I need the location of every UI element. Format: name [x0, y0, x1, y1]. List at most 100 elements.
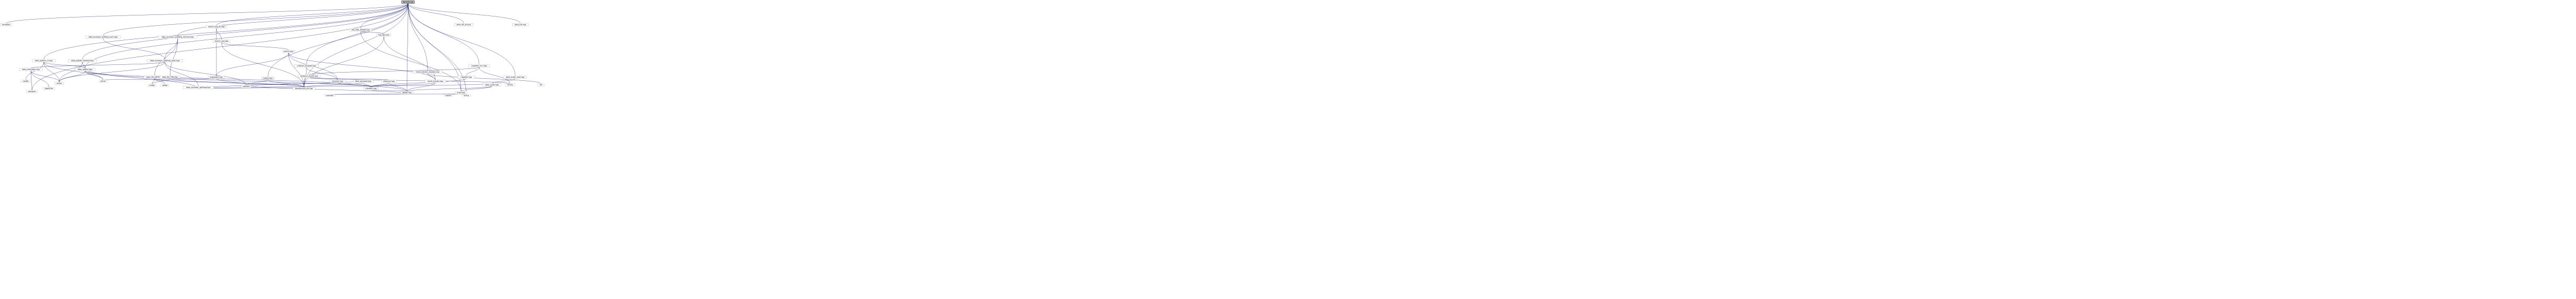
- edge-data_intervaller-to-vector: [30, 71, 60, 82]
- node-box-search: [282, 50, 295, 53]
- node-criterion[interactable]: criterion.hpp: [329, 80, 346, 83]
- node-box-output: [261, 77, 275, 80]
- node-box-sstream: [241, 85, 251, 88]
- node-distance_euclid[interactable]: distance_euclid.hpp: [298, 75, 320, 78]
- node-data_scaler[interactable]: data_scaler.hpp: [483, 83, 501, 86]
- node-data_splitter[interactable]: data_splitter.hpp: [75, 68, 95, 71]
- node-cstdio[interactable]: cstdio: [160, 84, 170, 87]
- edge-data_splitter_cv-to-cstdlib: [25, 62, 44, 80]
- node-global[interactable]: global.hpp: [400, 91, 414, 94]
- edge-seq_dps-to-boost: [303, 36, 384, 87]
- node-acc_spl_nom[interactable]: data_accessor_splitting_nom.hpp: [85, 36, 121, 39]
- node-label-clonable: clonable.hpp: [365, 87, 377, 90]
- edge-result_tracker_dupless-to-list: [427, 73, 541, 84]
- graph-nodes: dpnode.cpp exception data_list.hpp data_lis…: [0, 1, 545, 97]
- edge-dpnode-to-slist: [408, 3, 464, 24]
- node-label-result_tracker_dupless: result_tracker_dupless.hpp: [416, 71, 439, 73]
- edge-dpnode-to-dlist: [408, 3, 521, 24]
- edge-data_scaler-to-global: [406, 86, 493, 92]
- node-data_splitter_testand[interactable]: data_splitter_testand.hpp: [68, 59, 97, 62]
- node-distance[interactable]: distance.hpp: [381, 80, 397, 83]
- edge-classifier_knn-to-classifier: [466, 67, 480, 76]
- node-climits[interactable]: climits: [505, 83, 515, 86]
- node-slist[interactable]: data_list_sb.hpp: [454, 23, 473, 26]
- edge-data_splitter_testand-to-data_splitter: [82, 62, 86, 68]
- node-dpnode[interactable]: dpnode.cpp: [401, 1, 415, 4]
- node-result_tracker_dupless[interactable]: result_tracker_dupless.hpp: [413, 71, 443, 74]
- node-box-result_tracker: [425, 80, 446, 83]
- edge-data_splitter-to-clonable: [84, 71, 371, 87]
- node-data_file_TRN[interactable]: data_file_TRN.hpp: [160, 76, 180, 79]
- node-label-boost: boost/smart_ptr.hpp: [295, 87, 313, 90]
- node-box-dlist: [512, 23, 529, 26]
- node-clonable[interactable]: clonable.hpp: [363, 87, 379, 90]
- node-iostream2[interactable]: iostream: [324, 94, 335, 97]
- node-label-data_splitter_testand: data_splitter_testand.hpp: [71, 60, 93, 62]
- edge-ldp_weight-to-seq_dps: [360, 31, 384, 34]
- node-classifier_knn[interactable]: classifier_knn.hpp: [468, 64, 490, 67]
- node-output[interactable]: output.hpp: [261, 77, 275, 80]
- node-vector[interactable]: vector: [55, 82, 64, 85]
- edge-dpnode-to-acc_spl_nom: [103, 3, 409, 36]
- node-classifier[interactable]: classifier.hpp: [457, 76, 475, 79]
- node-box-exception: [0, 23, 12, 26]
- node-stopwatch[interactable]: stopwatch.hpp: [208, 76, 225, 79]
- node-acc_spl[interactable]: data_accessor_splitting.hpp: [183, 86, 214, 89]
- node-box-acc_spl_main: [146, 59, 183, 62]
- node-criterion_wrapper[interactable]: criterion_wrapper.hpp: [294, 64, 319, 67]
- node-sstream[interactable]: sstream: [241, 85, 251, 88]
- node-label-stopwatch: stopwatch.hpp: [210, 76, 223, 78]
- node-label-data_scaler_void: data_scaler_void.hpp: [506, 76, 524, 78]
- node-box-data_intervaller: [19, 68, 43, 71]
- node-boost[interactable]: boost/smart_ptr.hpp: [293, 87, 315, 90]
- node-cstdlib[interactable]: cstdlib: [21, 80, 31, 83]
- node-box-boost: [293, 87, 315, 90]
- node-label-list: list: [540, 84, 543, 86]
- edge-data_file_ARFF-to-cmath: [151, 78, 155, 84]
- node-data_scaler_void[interactable]: data_scaler_void.hpp: [503, 76, 527, 79]
- node-cassert[interactable]: cassert: [443, 94, 453, 97]
- node-seq_dps[interactable]: seq_dps.hpp: [377, 33, 391, 37]
- node-string[interactable]: string: [462, 94, 471, 97]
- node-error[interactable]: error.hpp: [455, 91, 467, 94]
- node-acc_spl_nominal[interactable]: data_accessor_splitting_nominal.hpp: [158, 36, 198, 39]
- node-box-stopwatch: [208, 76, 225, 79]
- edge-acc_spl_main-to-vector: [59, 62, 165, 82]
- node-label-data_scaler: data_scaler.hpp: [485, 84, 499, 86]
- node-label-data_intervaller: data_intervaller.hpp: [22, 68, 40, 71]
- graph-edges: [6, 3, 541, 95]
- node-data_accessor[interactable]: data_accessor.hpp: [353, 80, 374, 83]
- node-searchseqdb[interactable]: search_seq.hpp: [213, 40, 230, 43]
- node-box-cassert: [443, 94, 453, 97]
- node-label-searchseq: search_seq_str.hpp: [208, 26, 225, 28]
- node-data_splitter_cv[interactable]: data_splitter_cv.hpp: [32, 59, 56, 62]
- edge-data_accessor-to-boost: [303, 82, 364, 87]
- node-algorithm[interactable]: algorithm: [43, 87, 55, 90]
- node-data_intervaller[interactable]: data_intervaller.hpp: [19, 68, 43, 71]
- node-acc_spl_main[interactable]: data_accessor_splitting_main.hpp: [146, 59, 183, 62]
- node-label-vector: vector: [57, 82, 62, 84]
- node-ctime[interactable]: ctime: [99, 80, 107, 83]
- node-box-list: [537, 83, 545, 86]
- node-label-acc_spl_main: data_accessor_splitting_main.hpp: [150, 60, 179, 62]
- node-iostream[interactable]: iostream: [26, 90, 38, 93]
- edge-dpnode-to-criterion_wrapper: [306, 3, 409, 65]
- node-dlist[interactable]: data_list.hpp: [512, 23, 529, 26]
- edge-dpnode-to-result_tracker_dupless: [408, 3, 428, 71]
- node-ldp_weight[interactable]: seq_ldap_weight.hpp: [349, 28, 372, 31]
- node-exception[interactable]: exception: [0, 23, 12, 26]
- node-cmath[interactable]: cmath: [148, 84, 156, 87]
- edge-result_tracker_dupless-to-result_tracker: [427, 73, 436, 80]
- node-search[interactable]: search.hpp: [282, 50, 295, 53]
- edge-acc_spl_nominal-to-data_file_ARFF: [154, 38, 178, 76]
- node-list[interactable]: list: [537, 83, 545, 86]
- edge-stopwatch-to-ctime: [103, 78, 217, 80]
- edge-acc_spl_main-to-acc_spl: [164, 62, 199, 86]
- node-label-acc_spl_nominal: data_accessor_splitting_nominal.hpp: [162, 36, 194, 38]
- node-result_tracker[interactable]: result_tracker.hpp: [425, 80, 446, 83]
- node-label-iostream2: iostream: [326, 95, 334, 97]
- node-label-error: error.hpp: [457, 92, 465, 94]
- node-searchseq[interactable]: search_seq_str.hpp: [206, 25, 227, 28]
- node-label-data_file_TRN: data_file_TRN.hpp: [162, 76, 178, 78]
- node-box-data_splitter: [75, 68, 95, 71]
